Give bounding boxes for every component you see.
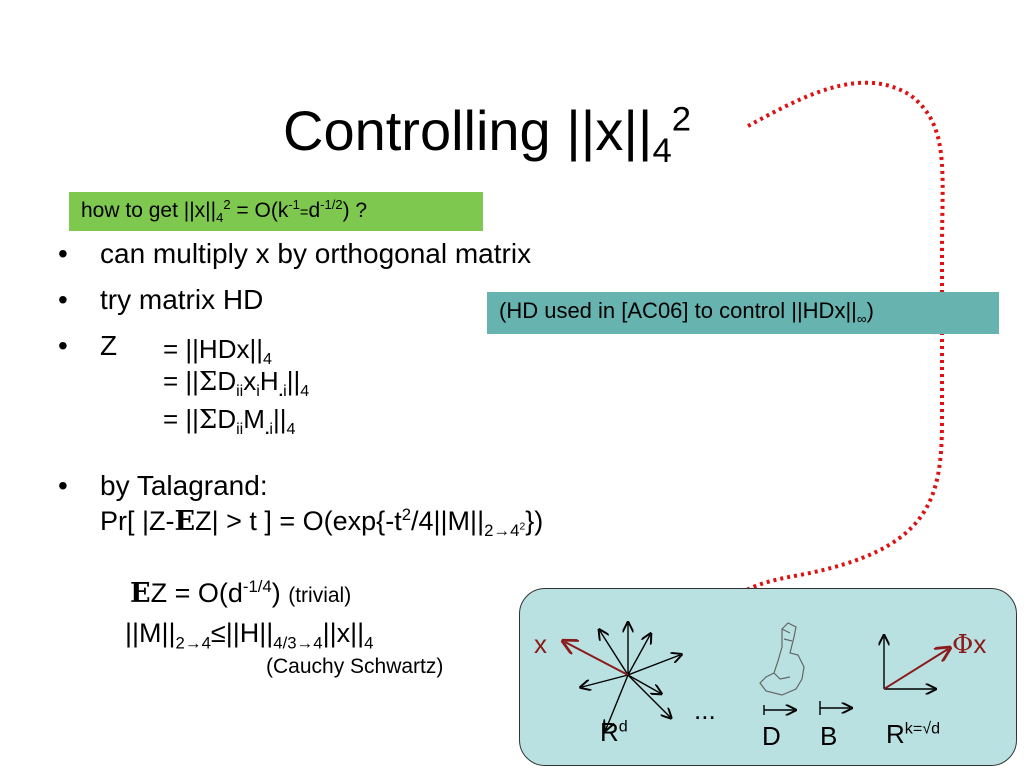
z-eq-line-1: = ||HDx||4 [163,334,272,369]
page-title: Controlling ||x||42 [283,99,692,171]
bullet-dot: • [58,238,68,269]
phix-label: Φx [952,629,987,660]
callout-box: (HD used in [AC06] to control ||HDx||∞) [487,292,999,334]
d-label: D [762,721,781,751]
question-box: how to get ||x||42 = O(k-1=d-1/2) ? [69,192,483,231]
hand-icon [759,622,805,696]
z-label: Z [100,330,118,361]
z-eq-line-3: = ||ΣDiiM.i||4 [163,404,296,439]
bullet-dot: • [58,284,68,315]
cauchy-bound: ||M||2→4≤||H||4/3→4||x||4 [125,618,374,653]
bullet-dot: • [58,470,68,501]
bullet-text: can multiply x by orthogonal matrix [100,238,532,269]
bullet-text: try matrix HD [100,284,264,315]
talagrand-formula: Pr[ |Z-EZ| > t ] = O(exp{-t2/4||M||2→42}… [100,505,544,541]
diagram-panel: x Rd ... D B Φx Rk=√d [519,588,1017,766]
cauchy-note: (Cauchy Schwartz) [266,655,444,678]
rk-axes [884,637,934,689]
map-arrows [763,701,850,715]
rd-label: Rd [600,717,628,747]
x-vector [565,642,629,676]
talagrand-heading: by Talagrand: [100,470,268,501]
star-vectors [582,624,680,729]
diagram-drawing [520,589,1018,767]
bullet-dot: • [58,330,68,361]
ellipsis-label: ... [694,695,716,725]
trivial-bound: EZ = O(d-1/4) (trivial) [130,577,352,609]
rk-label: Rk=√d [886,719,941,749]
x-label: x [534,629,547,659]
z-eq-line-2: = ||ΣDiixiH.i||4 [163,366,310,401]
b-label: B [820,721,838,751]
phix-vector [883,649,948,690]
